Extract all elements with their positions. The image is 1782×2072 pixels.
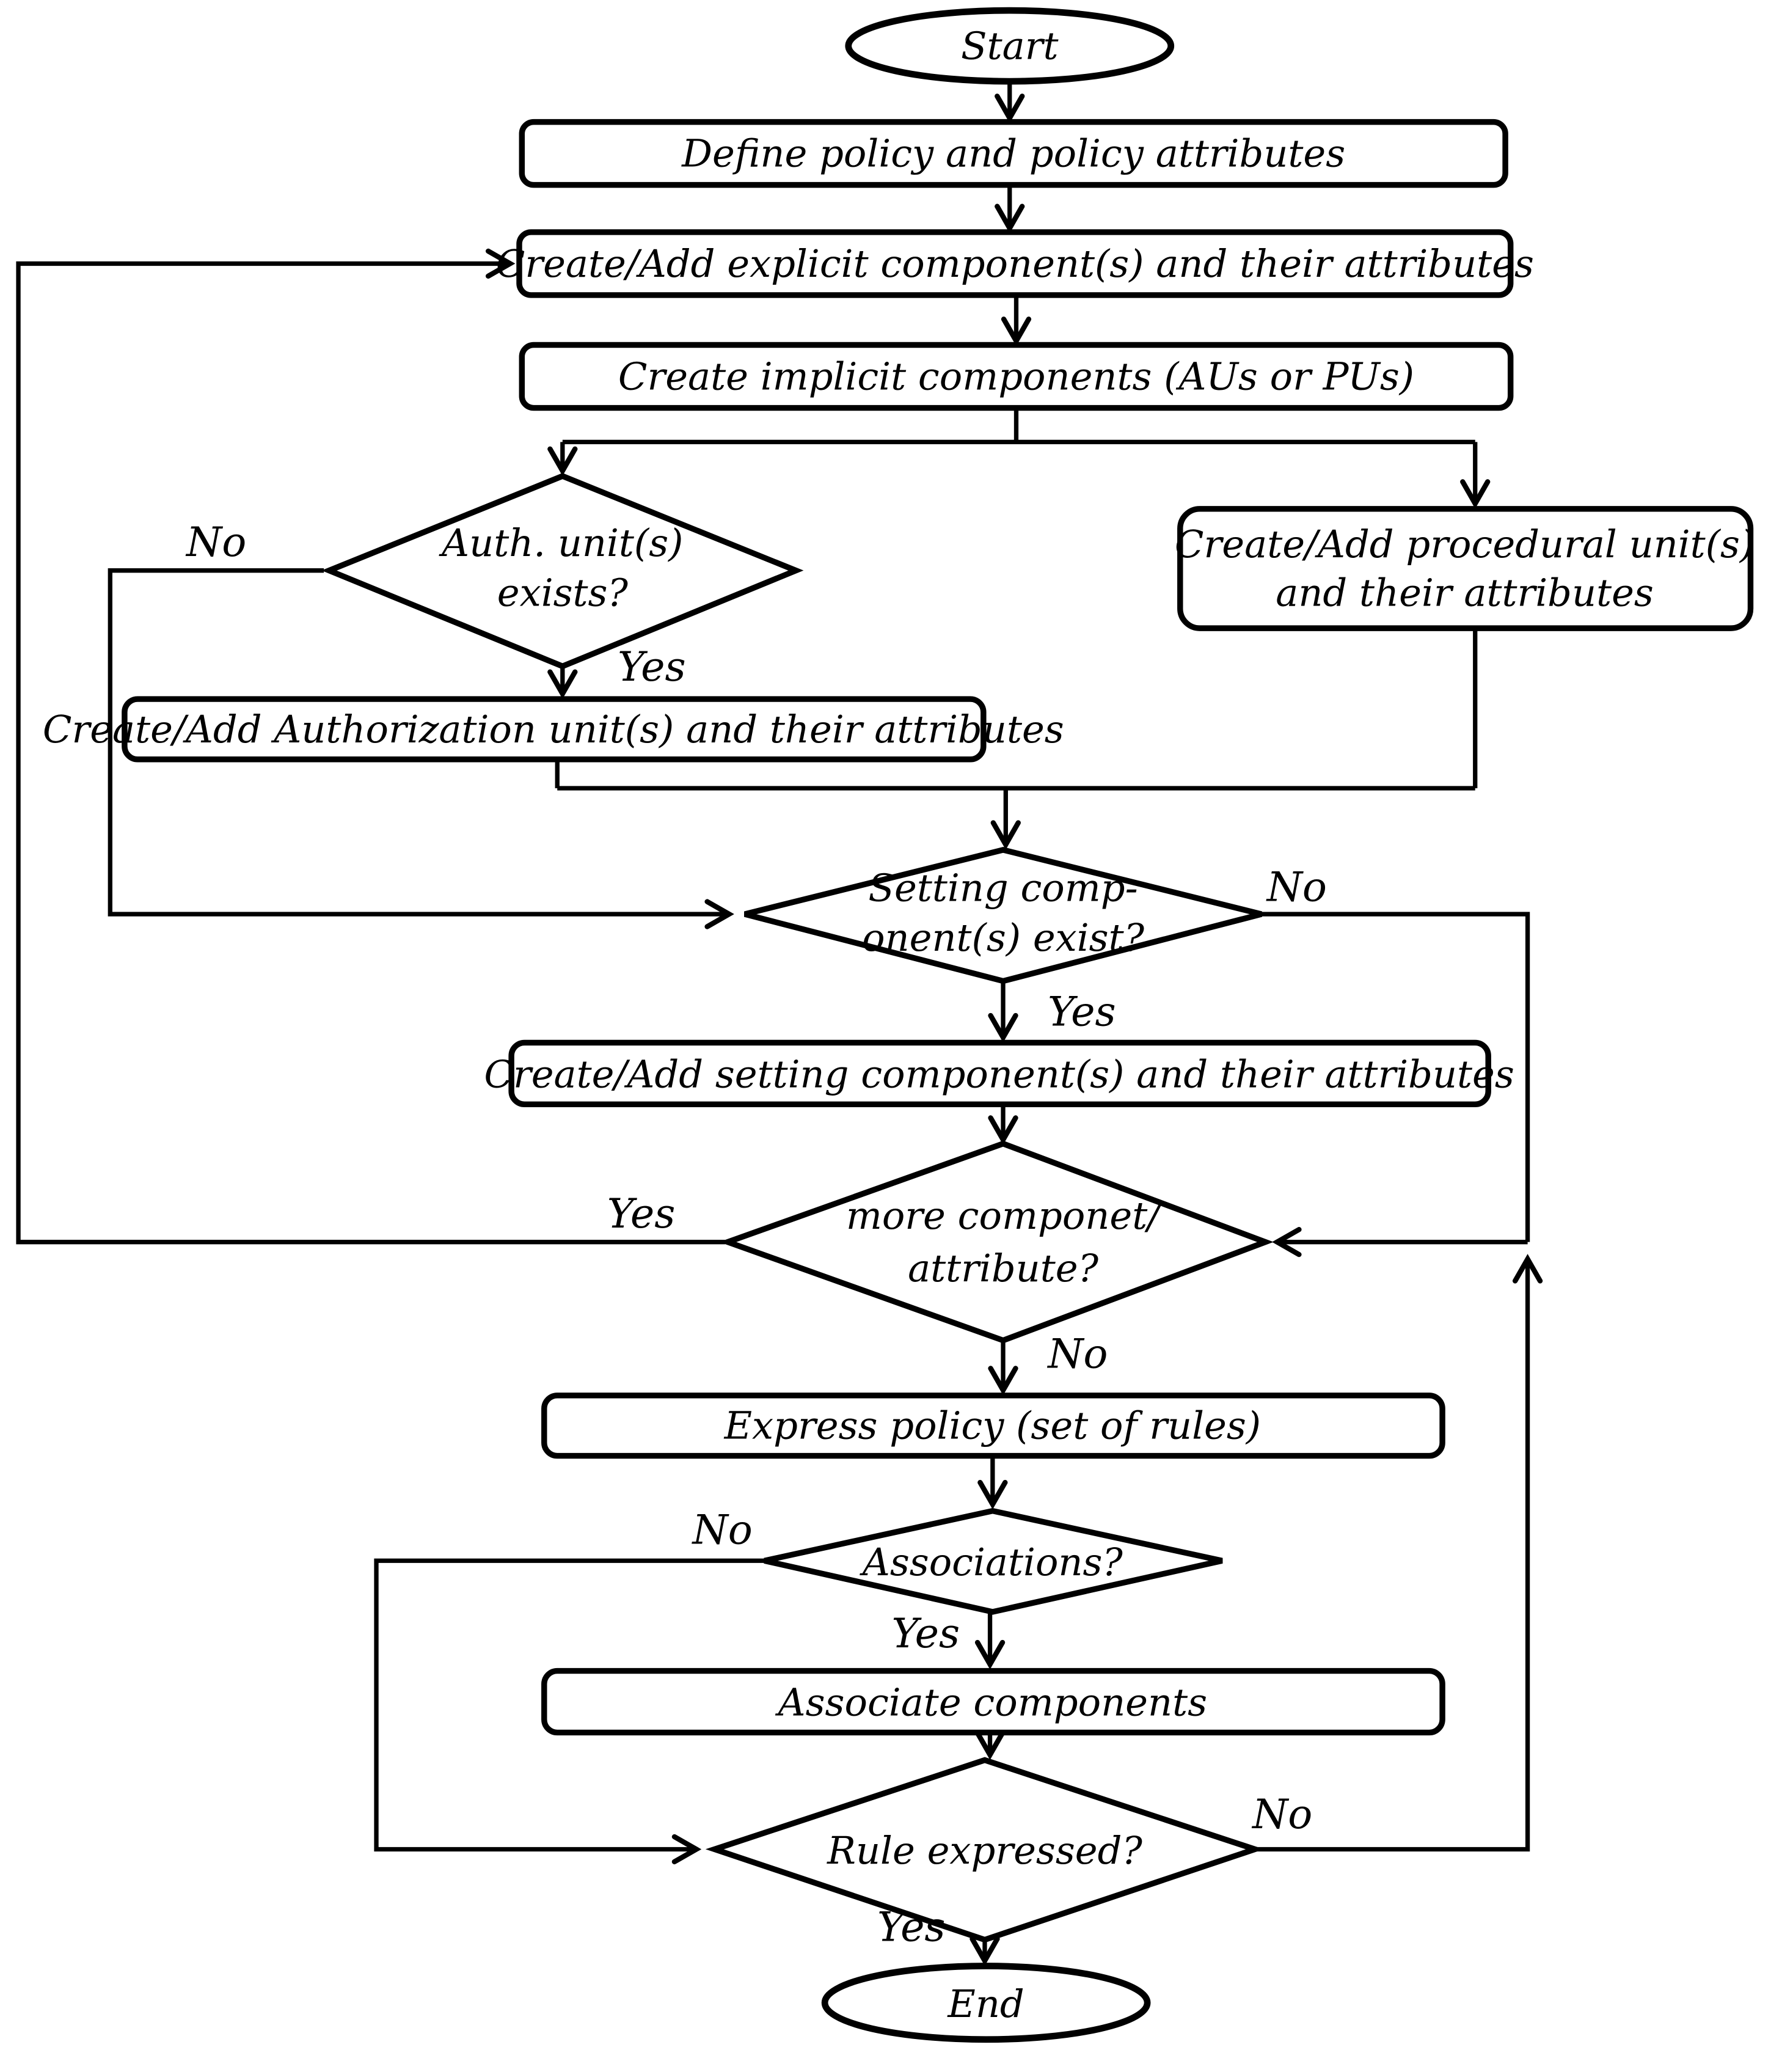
setting-exists-line1: Setting comp- — [868, 866, 1137, 910]
more-components-diamond — [719, 1140, 1274, 1344]
start-label: Start — [961, 24, 1059, 68]
more-components-line1: more componet/ — [846, 1193, 1163, 1238]
edge-label-rule-no: No — [1251, 1790, 1312, 1838]
edge-label-auth-no: No — [185, 518, 246, 566]
edge-label-setting-yes: Yes — [1048, 988, 1116, 1036]
create-procedural-line1: Create/Add procedural unit(s) — [1175, 522, 1755, 566]
auth-exists-line2: exists? — [497, 571, 629, 615]
setting-exists-diamond — [743, 847, 1263, 984]
create-implicit-box — [519, 342, 1514, 411]
edge-label-more-no: No — [1046, 1330, 1108, 1378]
create-explicit-label: Create/Add explicit component(s) and the… — [496, 241, 1534, 286]
create-explicit-box — [516, 229, 1514, 298]
node-create-implicit: Create implicit components (AUs or PUs) — [519, 342, 1514, 411]
create-authorization-label: Create/Add Authorization unit(s) and the… — [43, 707, 1064, 752]
node-create-setting: Create/Add setting component(s) and thei… — [484, 1039, 1514, 1108]
rule-expressed-label: Rule expressed? — [827, 1828, 1142, 1873]
edge-label-auth-yes: Yes — [618, 643, 686, 690]
express-policy-box — [541, 1393, 1445, 1459]
associate-components-box — [541, 1667, 1445, 1736]
node-start: Start — [845, 7, 1175, 85]
start-ellipse — [845, 7, 1175, 85]
auth-exists-diamond — [321, 473, 804, 670]
end-label: End — [947, 1982, 1024, 2026]
node-setting-exists-decision: Setting comp- onent(s) exist? — [743, 847, 1263, 984]
node-create-procedural: Create/Add procedural unit(s) and their … — [1175, 506, 1755, 631]
auth-exists-line1: Auth. unit(s) — [439, 521, 683, 565]
create-setting-label: Create/Add setting component(s) and thei… — [484, 1052, 1514, 1096]
define-policy-box — [519, 119, 1508, 188]
more-components-line2: attribute? — [908, 1246, 1099, 1290]
edge-label-more-yes: Yes — [607, 1190, 676, 1237]
edge-label-assoc-no: No — [692, 1506, 753, 1553]
edge-more-yes-loop-to-explicit — [16, 248, 725, 1245]
node-more-components-decision: more componet/ attribute? — [719, 1140, 1274, 1344]
edge-label-rule-yes: Yes — [877, 1903, 946, 1951]
edge-label-setting-no: No — [1266, 863, 1327, 911]
associations-diamond — [764, 1507, 1223, 1615]
edge-assoc-no-to-rule-decision — [374, 1558, 765, 1865]
node-rule-expressed-decision: Rule expressed? — [705, 1757, 1265, 1943]
edge-rule-no-up-to-more-decision — [1255, 1254, 1543, 1852]
node-express-policy: Express policy (set of rules) — [541, 1393, 1445, 1459]
node-create-authorization: Create/Add Authorization unit(s) and the… — [43, 696, 1064, 763]
rule-expressed-diamond — [705, 1757, 1265, 1943]
create-setting-box — [508, 1039, 1491, 1108]
node-end: End — [821, 1963, 1151, 2043]
edge-setting-no-down-right — [1261, 912, 1530, 1242]
define-policy-label: Define policy and policy attributes — [681, 131, 1345, 176]
node-associations-decision: Associations? — [764, 1507, 1223, 1615]
create-implicit-label: Create implicit components (AUs or PUs) — [618, 354, 1414, 398]
create-authorization-box — [122, 696, 987, 763]
associate-components-label: Associate components — [775, 1680, 1207, 1725]
end-ellipse — [821, 1963, 1151, 2043]
node-associate-components: Associate components — [541, 1667, 1445, 1736]
node-auth-exists-decision: Auth. unit(s) exists? — [321, 473, 804, 670]
edge-auth-no-to-setting-decision — [108, 568, 734, 929]
create-procedural-box — [1177, 506, 1754, 631]
express-policy-label: Express policy (set of rules) — [724, 1404, 1261, 1448]
node-define-policy: Define policy and policy attributes — [519, 119, 1508, 188]
edge-label-assoc-yes: Yes — [892, 1609, 960, 1657]
setting-exists-line2: onent(s) exist? — [862, 915, 1145, 960]
associations-label: Associations? — [860, 1540, 1123, 1584]
node-create-explicit: Create/Add explicit component(s) and the… — [496, 229, 1534, 298]
create-procedural-line2: and their attributes — [1276, 571, 1654, 615]
